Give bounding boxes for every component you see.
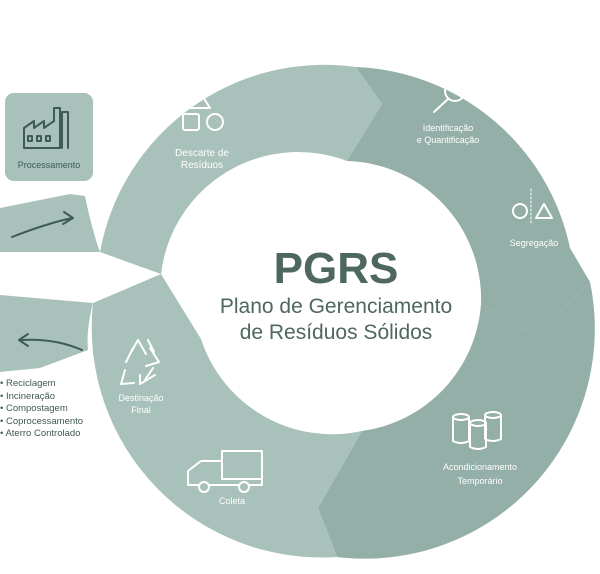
- ring-segment-right-top: [347, 67, 590, 335]
- factory-icon: [23, 107, 69, 149]
- magnifier-icon: [433, 80, 466, 113]
- acondicionamento-label-line1: Acondicionamento: [443, 462, 517, 472]
- barrels-icon: [452, 411, 502, 450]
- destination-option: Aterro Controlado: [0, 428, 83, 441]
- destination-options-list: Reciclagem Incineração Compostagem Copro…: [0, 378, 83, 441]
- identificacao-label-line2: e Quantificação: [417, 135, 480, 145]
- destination-option: Coprocessamento: [0, 416, 83, 429]
- center-subtitle-line1: Plano de Gerenciamento: [220, 295, 452, 318]
- center-title: PGRS: [274, 244, 399, 293]
- identificacao-label-line1: Identificação: [423, 123, 474, 133]
- ring-segment-bottom-left: [91, 274, 362, 558]
- segregation-icon: [512, 188, 553, 226]
- center-subtitle-line2: de Resíduos Sólidos: [240, 321, 433, 344]
- shapes-icon: [182, 91, 224, 131]
- ring-segment-top-left: [100, 64, 382, 274]
- destination-option: Reciclagem: [0, 378, 83, 391]
- input-arrow: [11, 211, 74, 238]
- destination-option: Incineração: [0, 391, 83, 404]
- truck-icon: [187, 450, 263, 493]
- output-stream: [0, 295, 93, 372]
- acondicionamento-label-line2: Temporário: [457, 476, 502, 486]
- output-arrow: [18, 333, 83, 351]
- segregacao-label: Segregação: [510, 238, 559, 248]
- descarte-label-line2: Resíduos: [181, 160, 223, 171]
- recycle-icon: [120, 339, 160, 385]
- processamento-label: Processamento: [18, 160, 81, 170]
- destinacao-label-line1: Destinação: [118, 393, 163, 403]
- descarte-label-line1: Descarte de: [175, 148, 229, 159]
- destination-option: Compostagem: [0, 403, 83, 416]
- destinacao-label-line2: Final: [131, 405, 151, 415]
- coleta-label: Coleta: [219, 496, 245, 506]
